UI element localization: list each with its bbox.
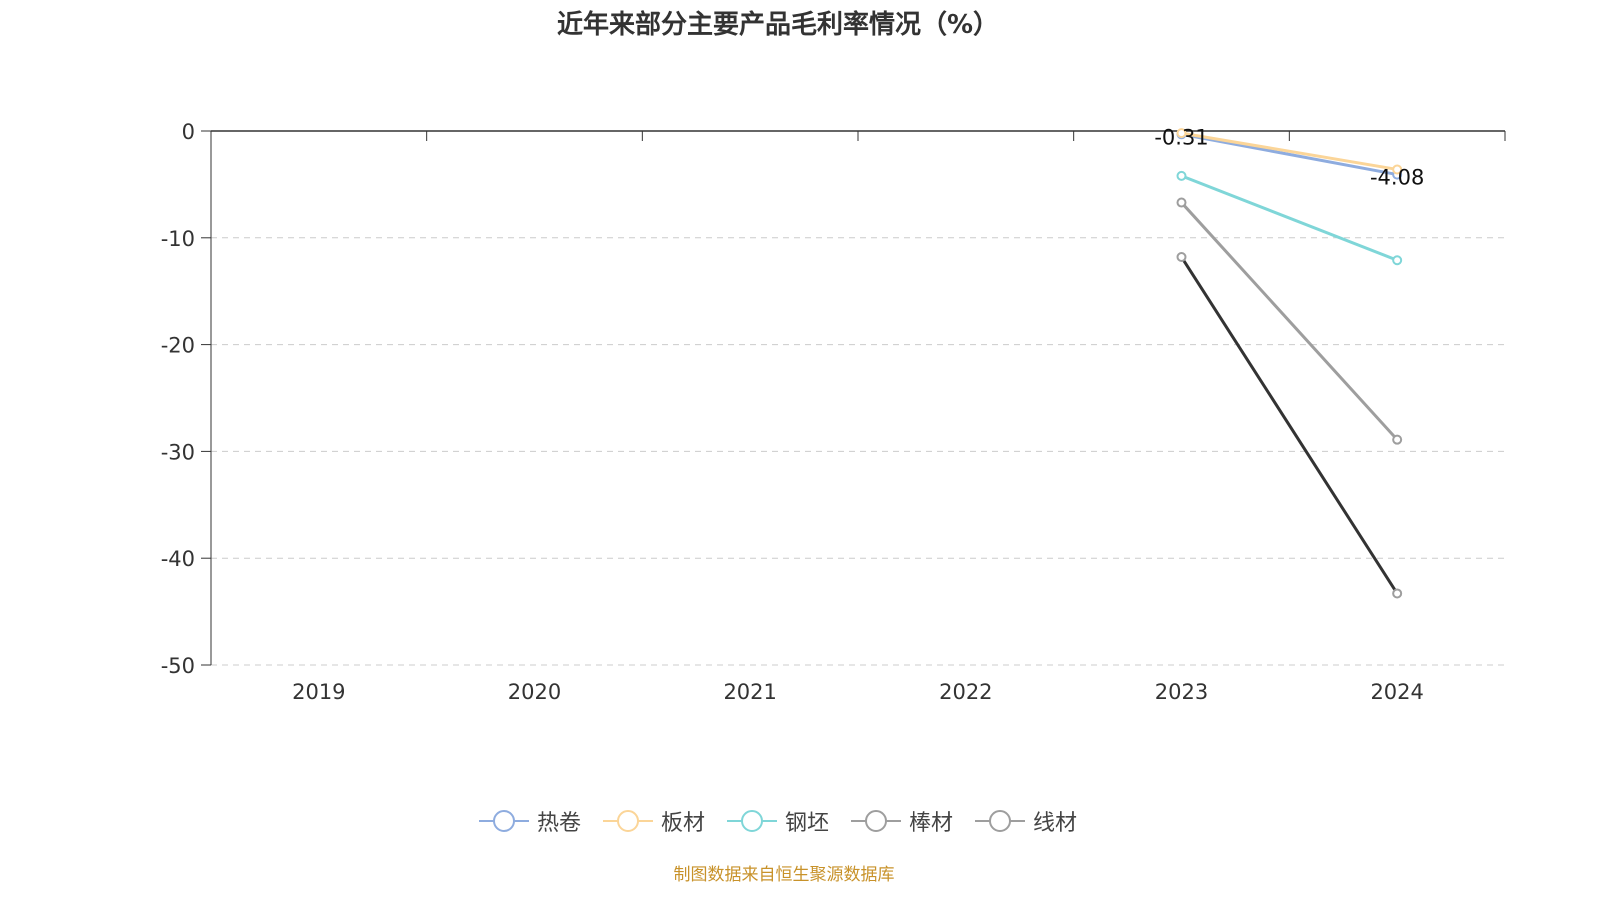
legend-marker-icon [726, 810, 777, 832]
data-label: -4.08 [1370, 166, 1424, 190]
series-line-板材 [1181, 131, 1398, 171]
legend-label: 线材 [1033, 811, 1078, 836]
data-label: -0.31 [1154, 125, 1208, 149]
legend-marker-icon [478, 810, 529, 832]
legend-label: 钢坯 [784, 811, 829, 836]
line-chart: 0 -10 -20 -30 -40 -50 2019 2020 2021 2022 2023 2024… [161, 120, 1506, 704]
x-tick-label: 2020 [508, 680, 561, 704]
legend-marker-icon [975, 810, 1026, 832]
y-tick-label: -30 [161, 440, 195, 464]
data-point [1392, 434, 1403, 445]
data-point [1176, 170, 1187, 181]
legend-marker-icon [851, 810, 901, 832]
x-tick-label: 2024 [1370, 680, 1423, 704]
x-tick-label: 2023 [1155, 680, 1208, 704]
x-tick-label: 2022 [939, 680, 992, 704]
series-line-钢坯 [1180, 174, 1398, 262]
legend: 热卷 板材 钢坯 棒材 线材 [0, 805, 1556, 837]
series-line-棒材 [1180, 201, 1399, 441]
y-tick-label: -10 [161, 227, 195, 251]
x-tick-label: 2021 [723, 680, 776, 704]
y-tick-label: -20 [161, 334, 195, 358]
legend-item[interactable]: 板材 [602, 805, 705, 837]
y-tick-label: -50 [161, 654, 195, 678]
legend-item[interactable]: 线材 [975, 805, 1077, 837]
data-point [1176, 252, 1187, 263]
series-line-热卷 [1181, 132, 1398, 177]
legend-item[interactable]: 热卷 [478, 805, 581, 837]
legend-label: 棒材 [909, 811, 954, 836]
data-point [1176, 128, 1187, 139]
y-tick-label: -40 [161, 547, 195, 571]
x-tick-label: 2019 [292, 680, 345, 704]
source-note: 制图数据来自恒生聚源数据库 [673, 865, 895, 885]
series-line-线材 [1180, 256, 1399, 595]
data-point [1392, 588, 1403, 599]
legend-item[interactable]: 钢坯 [726, 805, 829, 837]
legend-marker-icon [602, 810, 653, 832]
legend-label: 热卷 [536, 811, 581, 836]
y-tick-label: 0 [182, 120, 195, 144]
legend-item[interactable]: 棒材 [851, 805, 953, 837]
data-point [1392, 164, 1403, 175]
chart-title: 近年来部分主要产品毛利率情况（%） [556, 10, 1000, 40]
data-point [1392, 255, 1403, 266]
data-point [1176, 197, 1187, 208]
legend-label: 板材 [660, 811, 705, 836]
